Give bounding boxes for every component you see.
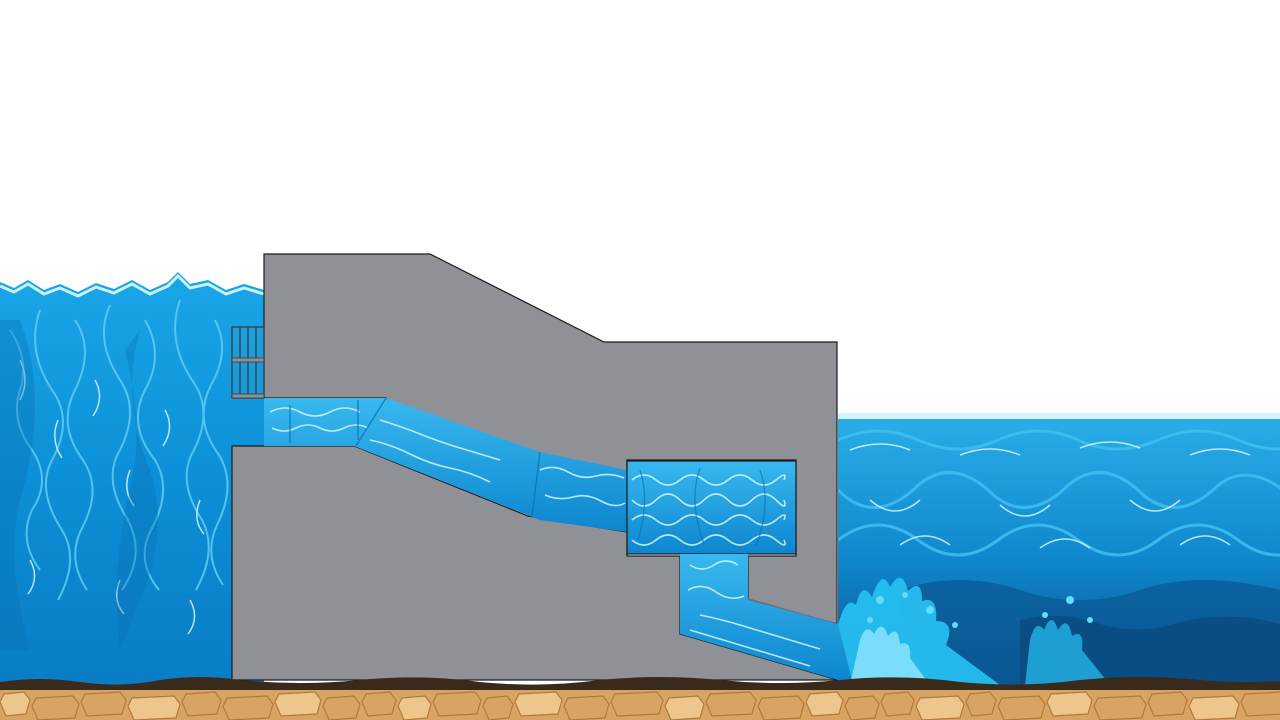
upstream-reservoir — [0, 272, 265, 690]
draft-tube — [680, 554, 852, 680]
bedrock-stone — [880, 691, 915, 717]
bedrock-stone — [322, 695, 361, 720]
bedrock-stone — [844, 695, 880, 720]
trash-rack — [231, 326, 265, 399]
bedrock-stone — [965, 691, 997, 717]
bedrock-stones — [0, 691, 1280, 720]
bedrock-stone — [1188, 695, 1240, 720]
bedrock-stone — [361, 691, 397, 717]
bedrock-stone — [514, 691, 563, 717]
bedrock-stone — [1147, 691, 1188, 717]
bedrock-stone — [1240, 691, 1280, 717]
bedrock-stone — [222, 695, 274, 720]
riverbed-soil — [0, 677, 1280, 694]
bedrock-stone — [757, 695, 805, 720]
bedrock-stone — [0, 691, 31, 717]
bedrock-stone — [805, 691, 844, 717]
bedrock-stone — [274, 691, 322, 717]
bedrock-stone — [127, 695, 181, 720]
bedrock-stone — [397, 695, 432, 720]
bedrock-stone — [181, 691, 222, 717]
outflow-splash — [838, 577, 1110, 685]
intake-channel — [264, 397, 627, 532]
bedrock-stone — [31, 695, 80, 720]
bedrock-stone — [915, 695, 965, 720]
bedrock-stone — [432, 691, 482, 717]
turbine-chamber — [626, 460, 797, 555]
bedrock-stone — [482, 695, 514, 720]
bedrock-stone — [563, 695, 610, 720]
bedrock — [0, 690, 1280, 720]
bedrock-stone — [80, 691, 127, 717]
bedrock-stone — [1093, 695, 1147, 720]
bedrock-stone — [997, 695, 1046, 720]
bedrock-stone — [610, 691, 664, 717]
bedrock-stone — [705, 691, 757, 717]
downstream-river — [836, 413, 1280, 685]
bedrock-stone — [664, 695, 705, 720]
bedrock-stone — [1046, 691, 1093, 717]
